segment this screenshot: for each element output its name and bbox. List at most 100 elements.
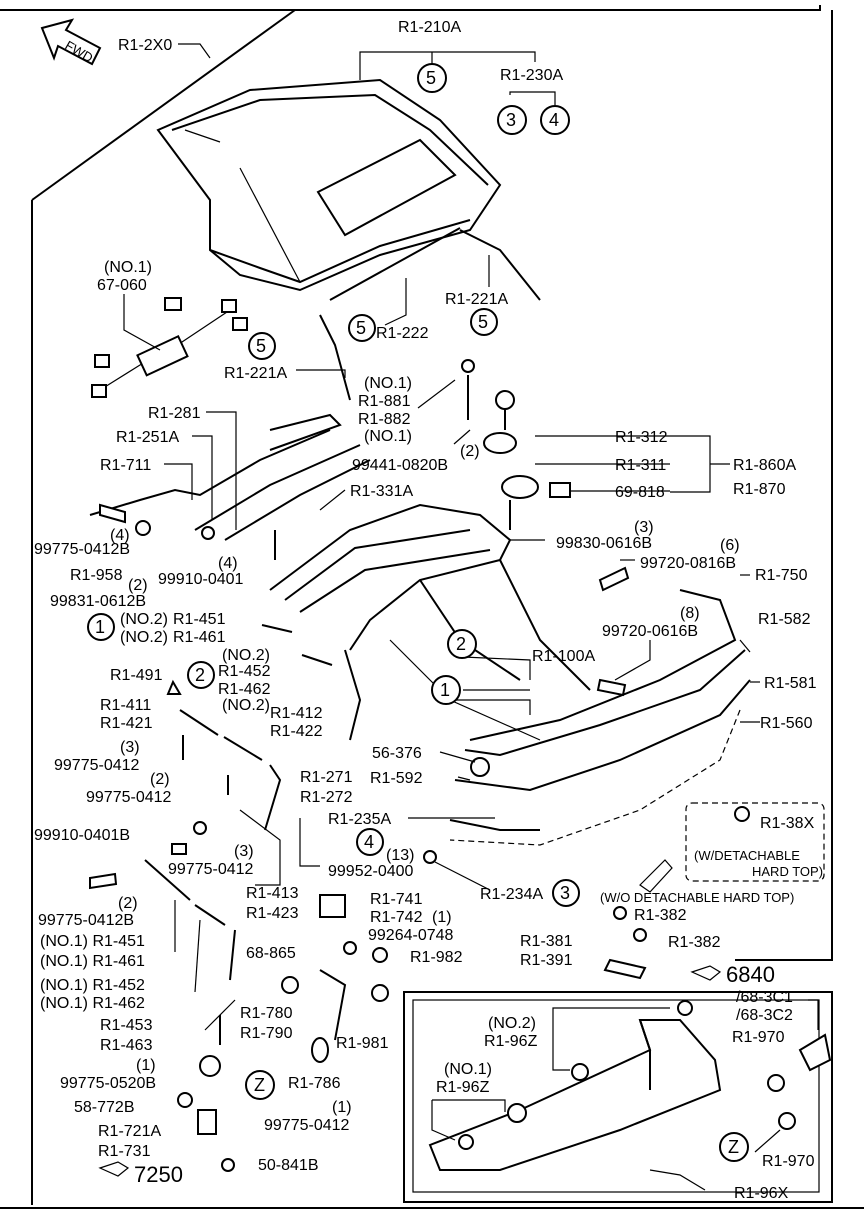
label-99910-0401b: 99910-0401B bbox=[34, 827, 130, 844]
w-detachable-box bbox=[685, 802, 825, 882]
label-r1-790: R1-790 bbox=[240, 1025, 293, 1042]
label-qty-2-d: (2) bbox=[118, 895, 138, 912]
label-99830-0616b: 99830-0616B bbox=[556, 535, 652, 552]
label-qty-3-b: (3) bbox=[120, 739, 140, 756]
label-w-detachable-2: HARD TOP) bbox=[752, 864, 823, 879]
label-r1-560: R1-560 bbox=[760, 715, 813, 732]
label-99720-0816b: 99720-0816B bbox=[640, 555, 736, 572]
callout-2-left: 2 bbox=[187, 661, 215, 689]
label-r1-970-b: R1-970 bbox=[762, 1153, 815, 1170]
label-qty-1-b: (1) bbox=[136, 1057, 156, 1074]
svg-text:5: 5 bbox=[478, 312, 488, 332]
label-r1-452: R1-452 bbox=[218, 663, 271, 680]
label-r1-741: R1-741 bbox=[370, 891, 423, 908]
label-no2-461: (NO.2) bbox=[120, 629, 168, 646]
label-r1-271: R1-271 bbox=[300, 769, 353, 786]
svg-text:4: 4 bbox=[364, 832, 374, 852]
callout-1-left: 1 bbox=[87, 613, 115, 641]
part-r1-235a bbox=[449, 819, 540, 831]
label-99775-0412b-2: 99775-0412B bbox=[38, 912, 134, 929]
label-r1-881: R1-881 bbox=[358, 393, 411, 410]
label-no1-b: (NO.1) bbox=[364, 375, 412, 392]
rail-r1-750 bbox=[469, 589, 737, 741]
label-qty-4-a: (4) bbox=[110, 527, 130, 544]
label-r1-251a: R1-251A bbox=[116, 429, 179, 446]
label-no1-r1-451: (NO.1) R1-451 bbox=[40, 933, 145, 950]
label-qty-4-b: (4) bbox=[218, 555, 238, 572]
label-ref-7250: 7250 bbox=[134, 1162, 183, 1187]
svg-text:2: 2 bbox=[456, 634, 466, 654]
svg-text:Z: Z bbox=[728, 1137, 739, 1157]
label-99264-0748: 99264-0748 bbox=[368, 927, 454, 944]
label-99775-0412-a: 99775-0412 bbox=[54, 757, 140, 774]
label-qty-3-a: (3) bbox=[634, 519, 654, 536]
label-r1-412: R1-412 bbox=[270, 705, 323, 722]
label-no1-96z: (NO.1) bbox=[444, 1061, 492, 1078]
hand-pointer-icon bbox=[98, 1161, 130, 1177]
label-67-060: 67-060 bbox=[97, 277, 147, 294]
callout-3-mid: 3 bbox=[552, 879, 580, 907]
label-wo-detachable: (W/O DETACHABLE HARD TOP) bbox=[600, 890, 794, 905]
label-no2-452: (NO.2) bbox=[222, 647, 270, 664]
label-58-772b: 58-772B bbox=[74, 1099, 135, 1116]
label-r1-582: R1-582 bbox=[758, 611, 811, 628]
label-50-841b: 50-841B bbox=[258, 1157, 319, 1174]
svg-text:5: 5 bbox=[356, 318, 366, 338]
label-r1-331a: R1-331A bbox=[350, 483, 413, 500]
label-r1-721a: R1-721A bbox=[98, 1123, 161, 1140]
label-99441-0820b: 99441-0820B bbox=[352, 457, 448, 474]
label-r1-311: R1-311 bbox=[615, 457, 666, 474]
label-r1-882: R1-882 bbox=[358, 411, 411, 428]
svg-text:3: 3 bbox=[506, 110, 516, 130]
fwd-arrow-icon: FWD bbox=[40, 18, 102, 65]
callout-4-top: 4 bbox=[540, 105, 570, 135]
label-r1-786: R1-786 bbox=[288, 1075, 341, 1092]
label-99831-0612b: 99831-0612B bbox=[50, 593, 146, 610]
label-r1-453: R1-453 bbox=[100, 1017, 153, 1034]
callout-z-right: Z bbox=[719, 1132, 749, 1162]
svg-text:5: 5 bbox=[426, 68, 436, 88]
label-no1-a: (NO.1) bbox=[104, 259, 152, 276]
callout-3-top: 3 bbox=[497, 105, 527, 135]
callout-circles: 5 3 4 5 5 5 1 2 2 1 4 3 Z Z bbox=[87, 63, 749, 1162]
callout-5-mid: 5 bbox=[348, 314, 376, 342]
label-r1-982: R1-982 bbox=[410, 949, 463, 966]
label-r1-581: R1-581 bbox=[764, 675, 817, 692]
label-69-818: 69-818 bbox=[615, 484, 665, 501]
rail-r1-281 bbox=[224, 459, 371, 541]
hard-top-panel bbox=[428, 1000, 832, 1171]
label-qty-13: (13) bbox=[386, 847, 414, 864]
label-r1-711: R1-711 bbox=[100, 457, 151, 474]
part-labels: R1-2X0 R1-210A R1-230A (NO.1) 67-060 R1-… bbox=[34, 19, 823, 1202]
label-r1-981: R1-981 bbox=[336, 1035, 389, 1052]
callout-5-top: 5 bbox=[417, 63, 447, 93]
label-qty-6: (6) bbox=[720, 537, 740, 554]
label-qty-2-a: (2) bbox=[460, 443, 480, 460]
weatherstrip-r1-221a-right bbox=[459, 229, 541, 301]
label-qty-3-c: (3) bbox=[234, 843, 254, 860]
label-99910-0401: 99910-0401 bbox=[158, 571, 244, 588]
leader-lines bbox=[123, 43, 819, 1191]
svg-text:1: 1 bbox=[95, 617, 105, 637]
callout-1-center: 1 bbox=[431, 675, 461, 705]
rail-r1-251a bbox=[194, 444, 361, 531]
label-r1-422: R1-422 bbox=[270, 723, 323, 740]
label-no1-c: (NO.1) bbox=[364, 428, 412, 445]
label-r1-870: R1-870 bbox=[733, 481, 786, 498]
label-68-3c2: /68-3C2 bbox=[736, 1007, 793, 1024]
label-56-376: 56-376 bbox=[372, 745, 422, 762]
label-r1-38x: R1-38X bbox=[760, 815, 815, 832]
label-no1-r1-452: (NO.1) R1-452 bbox=[40, 977, 145, 994]
label-qty-2-c: (2) bbox=[150, 771, 170, 788]
label-r1-592: R1-592 bbox=[370, 770, 423, 787]
label-68-865: 68-865 bbox=[246, 945, 296, 962]
svg-text:Z: Z bbox=[254, 1075, 265, 1095]
label-r1-381: R1-381 bbox=[520, 933, 573, 950]
label-r1-100a: R1-100A bbox=[532, 648, 595, 665]
label-no2-96z: (NO.2) bbox=[488, 1015, 536, 1032]
label-no2-412: (NO.2) bbox=[222, 697, 270, 714]
label-r1-413: R1-413 bbox=[246, 885, 299, 902]
svg-text:3: 3 bbox=[560, 883, 570, 903]
